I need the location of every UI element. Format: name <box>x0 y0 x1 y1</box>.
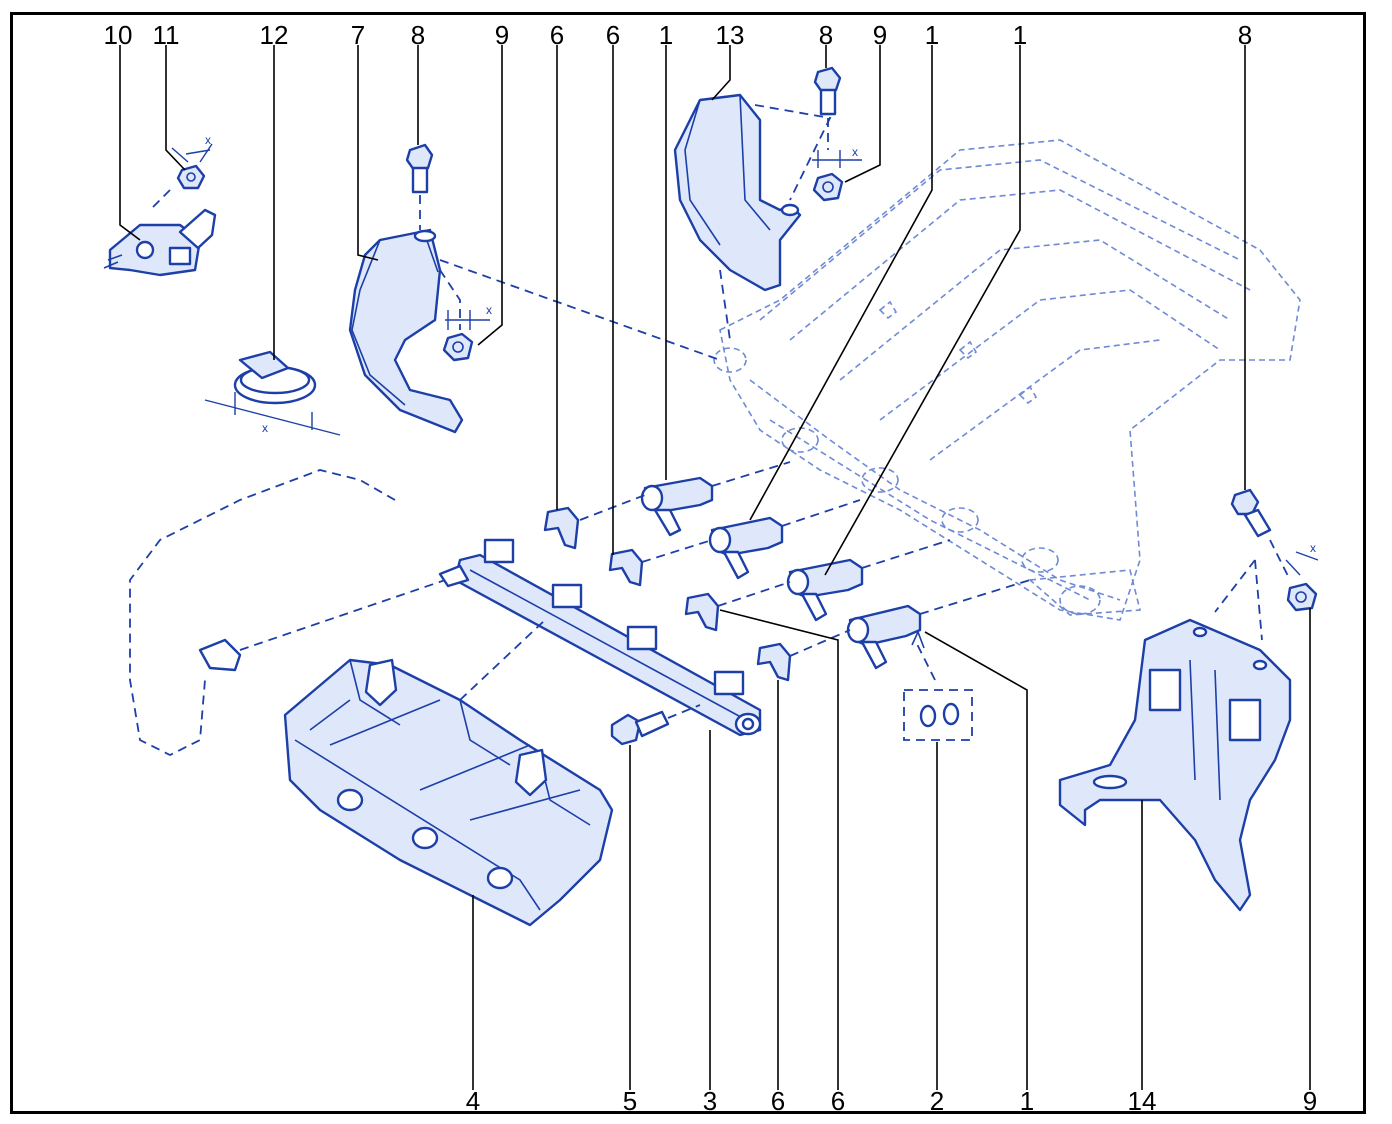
fuel-hose-ghost <box>129 469 396 757</box>
callout-6: 6 <box>550 20 564 50</box>
callouts-bottom: 4 5 3 6 6 2 1 14 9 <box>466 1086 1317 1116</box>
callouts-top: 10 11 12 7 8 9 6 6 1 13 8 9 1 1 8 <box>104 20 1253 50</box>
callout-4: 4 <box>466 1086 480 1116</box>
bolt-part-5 <box>610 704 701 746</box>
nut-part-11: x <box>149 133 213 211</box>
bolt-part-8-top <box>813 66 842 150</box>
callout-9: 9 <box>495 20 509 50</box>
callout-9: 9 <box>1303 1086 1317 1116</box>
engine-cover-part-4 <box>283 658 614 927</box>
shield-assembly-leader <box>439 259 721 361</box>
callout-7: 7 <box>351 20 365 50</box>
nut-part-9-right: x <box>1285 541 1319 612</box>
heat-shield-part-13 <box>673 93 802 292</box>
injector-part-1-d <box>846 604 922 670</box>
callout-2: 2 <box>930 1086 944 1116</box>
bolt-part-8-left <box>405 143 434 230</box>
clip-part-6-d <box>756 642 792 682</box>
callout-3: 3 <box>703 1086 717 1116</box>
callout-8: 8 <box>411 20 425 50</box>
callout-8: 8 <box>819 20 833 50</box>
pressure-regulator-part-10 <box>103 208 217 277</box>
shield-13-leaders <box>719 104 832 341</box>
callout-1: 1 <box>659 20 673 50</box>
hose-leader <box>239 574 461 651</box>
hose-clamp-part-12: x <box>204 350 341 436</box>
intake-manifold-ghost <box>713 139 1301 621</box>
nut-part-9-left: x <box>439 269 492 362</box>
bolt-part-8-right <box>1214 488 1291 641</box>
dim-mark-x: x <box>205 133 211 147</box>
clip-part-6-a <box>543 506 580 550</box>
callout-1: 1 <box>1013 20 1027 50</box>
bracket-part-14 <box>1058 618 1292 912</box>
o-ring-kit-part-2 <box>903 629 973 741</box>
nut-part-9-top: x <box>812 145 862 202</box>
injector-part-1-a <box>640 476 714 537</box>
clip-part-6-c <box>684 592 720 632</box>
callout-10: 10 <box>104 20 133 50</box>
dim-mark-x: x <box>852 145 858 159</box>
callout-8: 8 <box>1238 20 1252 50</box>
callout-5: 5 <box>623 1086 637 1116</box>
dim-mark-x: x <box>1310 541 1316 555</box>
dim-mark-x: x <box>486 303 492 317</box>
callout-leaders <box>119 45 1311 1090</box>
injector-part-1-c <box>786 558 864 622</box>
diagram-frame <box>10 12 1366 1114</box>
fuel-rail-part-3 <box>438 538 762 737</box>
callout-12: 12 <box>260 20 289 50</box>
heat-shield-part-7 <box>348 228 464 434</box>
callout-13: 13 <box>716 20 745 50</box>
callout-11: 11 <box>153 20 180 50</box>
callout-6: 6 <box>831 1086 845 1116</box>
rail-to-cover-leader <box>459 619 546 701</box>
callout-6: 6 <box>606 20 620 50</box>
injector-part-1-b <box>708 516 784 580</box>
dim-mark-x: x <box>262 421 268 435</box>
clip-part-6-b <box>608 548 644 587</box>
callout-14: 14 <box>1128 1086 1157 1116</box>
callout-6: 6 <box>771 1086 785 1116</box>
hose-end-fitting <box>198 638 242 672</box>
callout-1: 1 <box>1020 1086 1034 1116</box>
callout-1: 1 <box>925 20 939 50</box>
callout-9: 9 <box>873 20 887 50</box>
